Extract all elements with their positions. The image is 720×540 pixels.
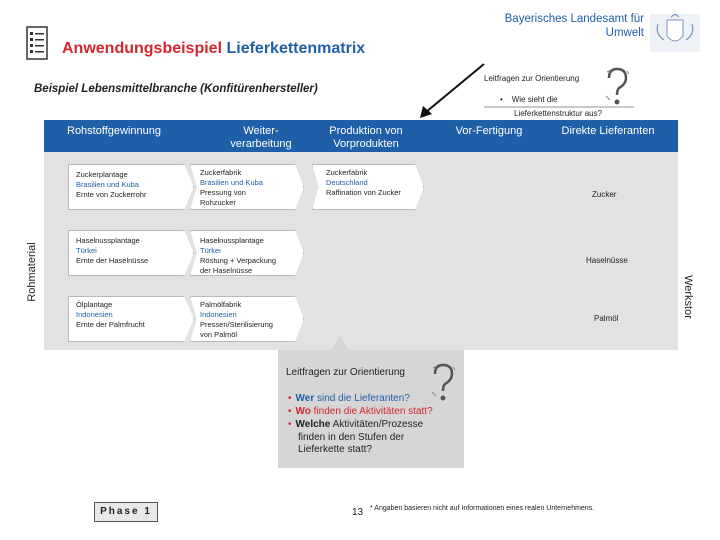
cell-palmoelfabrik bbox=[190, 296, 304, 342]
cell-line: Brasilien und Kuba bbox=[76, 180, 139, 189]
cell-line: Rohzucker bbox=[200, 198, 236, 207]
matrix-header: Rohstoffgewinnung Weiter- verarbeitung P… bbox=[44, 120, 678, 152]
column-header-vorprodukte: Produktion von Vorprodukten bbox=[329, 125, 403, 150]
side-label-left-text: Rohmaterial bbox=[26, 242, 38, 302]
cell-zuckerfabrik-br bbox=[190, 164, 304, 210]
callout-question-2: •Wo finden die Aktivitäten statt? bbox=[288, 406, 433, 418]
cell-line: Ernte von Zuckerrohr bbox=[76, 190, 147, 199]
cell-line: Pressen/Sterilisierung bbox=[200, 320, 273, 329]
callout-pointer bbox=[330, 336, 350, 352]
question-mark-icon bbox=[431, 363, 456, 401]
column-header-rohstoff: Rohstoffgewinnung bbox=[67, 125, 161, 137]
cell-text-zuckerfabrik-de: Zuckerfabrik Deutschland Raffination von… bbox=[326, 168, 401, 198]
cell-line: Ölplantage bbox=[76, 300, 113, 309]
cell-line: Türkei bbox=[200, 246, 221, 255]
bavarian-crest-icon bbox=[650, 14, 700, 52]
page-subtitle: Beispiel Lebensmittelbranche (Konfitüren… bbox=[34, 83, 318, 95]
column-header-lieferanten: Direkte Lieferanten bbox=[561, 125, 655, 137]
leitfragen-small-title: Leitfragen zur Orientierung bbox=[484, 74, 580, 83]
footnote: * Angaben basieren nicht auf Information… bbox=[370, 505, 595, 512]
bullet: • bbox=[500, 95, 503, 104]
q3-strong: Welche bbox=[295, 419, 331, 430]
cell-line: Indonesien bbox=[200, 310, 237, 319]
cell-line: Indonesien bbox=[76, 310, 113, 319]
side-label-right-text: Werkstor bbox=[682, 275, 694, 319]
cell-line: Haselnussplantage bbox=[76, 236, 140, 245]
cell-text-haselnuss-roestung: Haselnussplantage Türkei Röstung + Verpa… bbox=[200, 236, 276, 276]
callout-question-1: •Wer sind die Lieferanten? bbox=[288, 393, 410, 405]
q2-strong: Wo bbox=[295, 406, 311, 417]
document-list-icon bbox=[26, 26, 48, 60]
callout-title: Leitfragen zur Orientierung bbox=[286, 367, 405, 378]
cell-haselnussplantage bbox=[68, 230, 194, 276]
q2-rest: finden die Aktivitäten statt? bbox=[310, 406, 433, 417]
phase-badge: Phase 1 bbox=[94, 502, 158, 522]
cell-line: Röstung + Verpackung bbox=[200, 256, 277, 265]
result-palmoel: Palmöl bbox=[594, 314, 619, 323]
cell-text-oelplantage: Ölplantage Indonesien Ernte der Palmfruc… bbox=[76, 300, 145, 330]
leitfragen-divider bbox=[484, 106, 634, 108]
matrix-body: Zuckerplantage Brasilien und Kuba Ernte … bbox=[44, 152, 678, 350]
leitfragen-small-line2: Lieferkettenstruktur aus? bbox=[514, 109, 603, 118]
bullet-icon: • bbox=[288, 406, 292, 417]
cell-text-haselnussplantage: Haselnussplantage Türkei Ernte der Hasel… bbox=[76, 236, 148, 266]
cell-text-palmoelfabrik: Palmölfabrik Indonesien Pressen/Sterilis… bbox=[200, 300, 273, 340]
title-accent: Anwendungsbeispiel bbox=[62, 40, 223, 57]
page-number: 13 bbox=[352, 507, 364, 518]
agency-name: Bayerisches Landesamt für Umwelt bbox=[504, 13, 644, 39]
leitfragen-callout bbox=[278, 350, 464, 468]
cell-line: Zuckerfabrik bbox=[326, 168, 368, 177]
side-label-werkstor: Werkstor bbox=[676, 262, 700, 332]
cell-line: Zuckerfabrik bbox=[200, 168, 242, 177]
question-mark-icon bbox=[605, 67, 630, 105]
column-header-vorfertigung: Vor-Fertigung bbox=[455, 125, 523, 137]
cell-zuckerplantage bbox=[68, 164, 194, 210]
result-haselnuesse: Haselnüsse bbox=[586, 256, 628, 265]
bullet-icon: • bbox=[288, 393, 292, 404]
cell-line: Ernte der Palmfrucht bbox=[76, 320, 145, 329]
cell-oelplantage bbox=[68, 296, 194, 342]
callout-question-3-line3: Lieferkette statt? bbox=[298, 444, 372, 455]
cell-line: Pressung von bbox=[200, 188, 246, 197]
callout-question-3: •Welche Aktivitäten/Prozesse bbox=[288, 419, 423, 431]
cell-line: Deutschland bbox=[326, 178, 368, 187]
cell-line: Ernte der Haselnüsse bbox=[76, 256, 149, 265]
q3-rest: Aktivitäten/Prozesse bbox=[330, 419, 424, 430]
q1-strong: Wer bbox=[295, 393, 315, 404]
cell-line: Palmölfabrik bbox=[200, 300, 242, 309]
result-zucker: Zucker bbox=[592, 190, 617, 199]
cell-line: Raffination von Zucker bbox=[326, 188, 401, 197]
title-main: Lieferkettenmatrix bbox=[226, 40, 366, 57]
cell-text-zuckerfabrik-br: Zuckerfabrik Brasilien und Kuba Pressung… bbox=[200, 168, 263, 208]
pointer-arrow-icon bbox=[420, 63, 485, 118]
cell-line: Haselnussplantage bbox=[200, 236, 264, 245]
cell-line: von Palmöl bbox=[200, 330, 238, 339]
callout-question-3-line2: finden in den Stufen der bbox=[298, 432, 405, 443]
q1-rest: sind die Lieferanten? bbox=[314, 393, 410, 404]
leitfragen-small-q1: • Wie sieht die bbox=[500, 95, 558, 104]
cell-line: der Haselnüsse bbox=[200, 266, 253, 275]
side-label-rohmaterial: Rohmaterial bbox=[22, 232, 42, 312]
page-title: Anwendungsbeispiel Lieferkettenmatrix bbox=[62, 40, 365, 58]
column-header-weiterverarbeitung: Weiter- verarbeitung bbox=[230, 125, 292, 150]
cell-text-zuckerplantage: Zuckerplantage Brasilien und Kuba Ernte … bbox=[76, 170, 146, 200]
cell-line: Brasilien und Kuba bbox=[200, 178, 263, 187]
leitfragen-small-line1: Wie sieht die bbox=[511, 95, 558, 104]
cell-line: Zuckerplantage bbox=[76, 170, 128, 179]
cell-line: Türkei bbox=[76, 246, 97, 255]
bullet-icon: • bbox=[288, 419, 292, 430]
